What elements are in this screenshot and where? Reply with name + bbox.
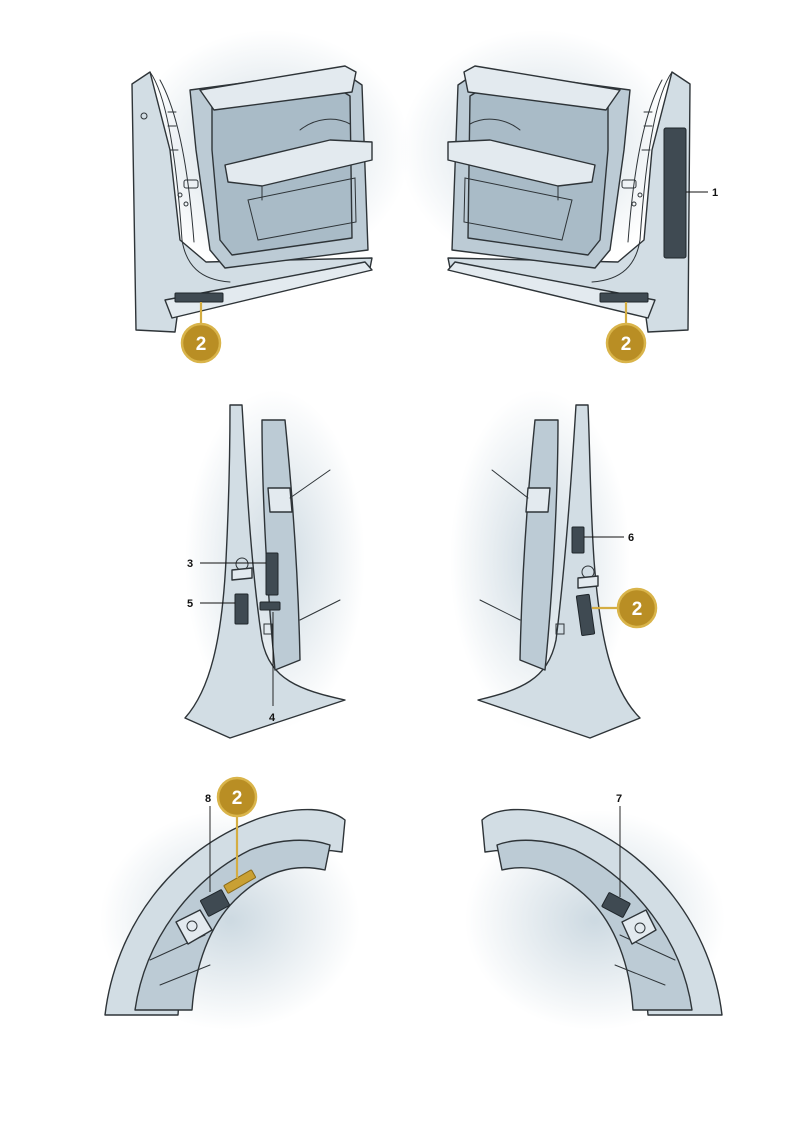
badge-left-door-number: 2 xyxy=(196,334,207,355)
left-door-illustration xyxy=(130,30,410,333)
callout-4: 4 xyxy=(269,712,276,724)
badge-left-door: 2 xyxy=(180,322,222,364)
callout-8: 8 xyxy=(205,793,211,805)
right-door-illustration xyxy=(400,30,691,333)
badge-right-pillar-number: 2 xyxy=(632,599,643,620)
callout-7: 7 xyxy=(616,793,622,805)
callout-3: 3 xyxy=(187,558,193,570)
badge-right-door: 2 xyxy=(605,322,647,364)
badge-left-arch: 2 xyxy=(216,776,258,818)
badge-right-door-number: 2 xyxy=(621,334,632,355)
pillar-label-2-right xyxy=(575,593,596,637)
right-pillar-illustration xyxy=(450,390,641,739)
arch-label-7 xyxy=(601,892,631,918)
pillar-label-5 xyxy=(234,593,249,625)
left-sill-label xyxy=(174,292,224,303)
pillar-label-6 xyxy=(571,526,585,554)
callout-leaders xyxy=(199,191,708,897)
callout-5: 5 xyxy=(187,598,193,610)
callout-1: 1 xyxy=(712,187,718,199)
left-pillar-illustration xyxy=(184,390,365,739)
badge-left-arch-number: 2 xyxy=(232,788,243,809)
left-wheel-arch-illustration xyxy=(100,808,360,1030)
b-pillar-label xyxy=(663,127,687,259)
pillar-label-3 xyxy=(265,552,279,596)
badge-right-pillar: 2 xyxy=(616,587,658,629)
arch-label-8 xyxy=(200,889,230,917)
pillar-label-4 xyxy=(259,601,281,611)
right-sill-label xyxy=(599,292,649,303)
callout-6: 6 xyxy=(628,532,634,544)
right-wheel-arch-illustration xyxy=(465,808,725,1030)
